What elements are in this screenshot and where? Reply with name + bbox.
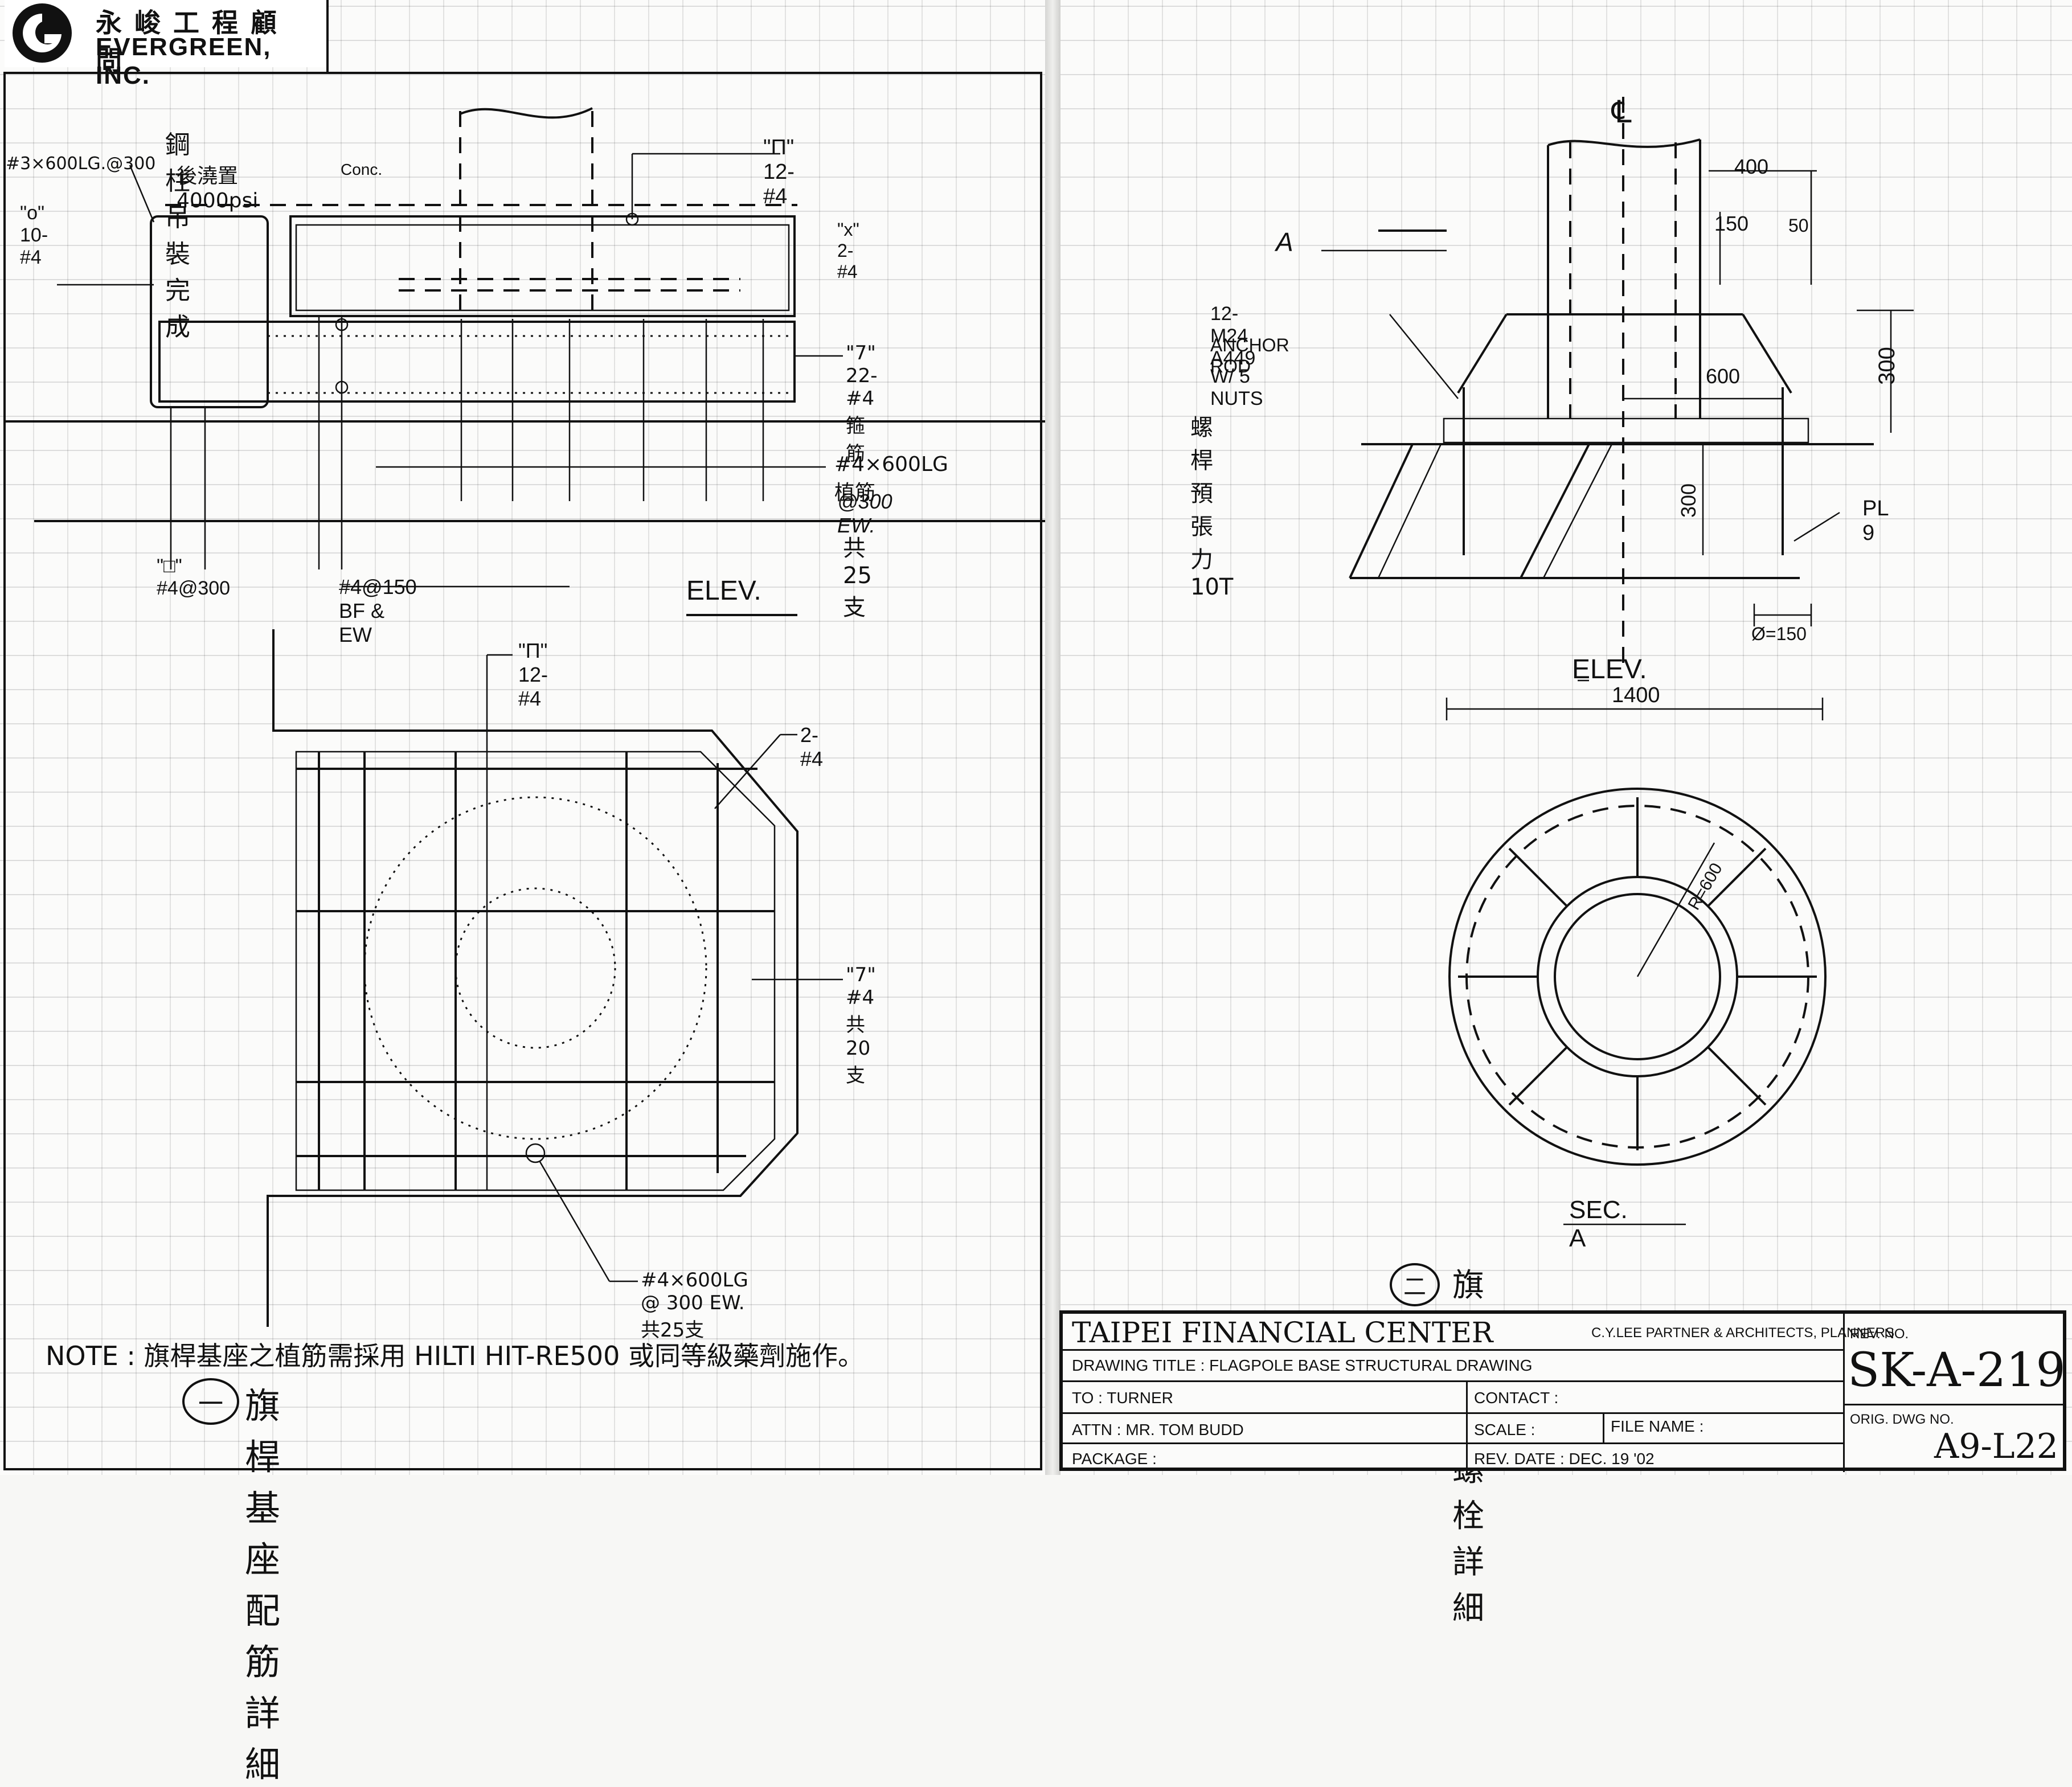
plan-callout-two-bars: 2-#4 bbox=[800, 723, 824, 770]
scale-field: SCALE : bbox=[1474, 1421, 1535, 1438]
company-logo-block: 永峻工程顧問 EVERGREEN, INC. bbox=[5, 0, 326, 89]
right-elevation-view bbox=[1321, 97, 1914, 682]
dim-300-right: 300 bbox=[1874, 347, 1899, 385]
dim-50: 50 bbox=[1788, 215, 1809, 236]
dim-400: 400 bbox=[1734, 155, 1769, 178]
plan-callout-u-bars: "П" 12-#4 bbox=[518, 639, 548, 710]
callout-dowel-count: 共25支 bbox=[843, 535, 872, 621]
orig-dwg-number: A9-L22 bbox=[1934, 1427, 2058, 1466]
logo-chinese-name: 永峻工程顧問 bbox=[96, 7, 289, 76]
detail-1-title: 旗桿基座配筋詳細 bbox=[245, 1385, 284, 1785]
diameter-label: Ø=150 bbox=[1751, 624, 1807, 644]
anchor-spec-line2: ANCHOR ROD bbox=[1210, 335, 1289, 376]
callout-u-bars-top: "П" 12-#4 bbox=[763, 136, 795, 208]
left-elev-label: ELEV. bbox=[686, 576, 761, 606]
left-plan-view bbox=[267, 629, 843, 1327]
callout-concrete-en: Conc. bbox=[341, 161, 383, 178]
section-a-label: SEC. A bbox=[1569, 1196, 1628, 1252]
right-section-a-view bbox=[1446, 698, 1827, 1226]
detail-1-number-badge: 一 bbox=[182, 1378, 239, 1425]
dim-1400: 1400 bbox=[1612, 683, 1660, 707]
dim-300-lower: 300 bbox=[1677, 483, 1701, 518]
anchor-spec-line1: 12-M24 A449 bbox=[1210, 303, 1256, 369]
section-cut-mark: A bbox=[1276, 227, 1293, 257]
left-elevation-view bbox=[5, 107, 1045, 616]
file-name-field: FILE NAME : bbox=[1611, 1417, 1704, 1435]
centerline-mark: ℄ bbox=[1612, 95, 1632, 129]
sheet-number: SK-A-219 bbox=[1848, 1343, 2066, 1397]
callout-top-left-bar: #3×600LG.@300 bbox=[6, 154, 156, 174]
left-frame bbox=[3, 72, 1042, 1470]
left-drawing-sheet bbox=[0, 0, 1045, 1475]
to-field: TO : TURNER bbox=[1072, 1389, 1173, 1407]
firm-name: C.Y.LEE PARTNER & ARCHITECTS, PLANNERS bbox=[1591, 1325, 1895, 1341]
callout-square-bars: "□" #4@300 bbox=[157, 555, 231, 599]
callout-seven-bars: "7" 22-#4 箍筋 bbox=[846, 342, 878, 465]
dim-150: 150 bbox=[1714, 212, 1749, 235]
logo-english-name: EVERGREEN, INC. bbox=[96, 33, 272, 89]
hilti-note: NOTE : 旗桿基座之植筋需採用 HILTI HIT-RE500 或同等級藥劑… bbox=[46, 1341, 864, 1371]
drawing-title: DRAWING TITLE : FLAGPOLE BASE STRUCTURAL… bbox=[1072, 1356, 1533, 1374]
detail-2-number-badge: 二 bbox=[1390, 1263, 1440, 1306]
page-gutter bbox=[1045, 0, 1060, 1475]
contact-field: CONTACT : bbox=[1474, 1389, 1559, 1407]
plan-callout-dowels: #4×600LG @ 300 EW. 共25支 bbox=[641, 1269, 748, 1342]
attn-field: ATTN : MR. TOM BUDD bbox=[1072, 1421, 1244, 1438]
project-name: TAIPEI FINANCIAL CENTER bbox=[1072, 1316, 1493, 1349]
callout-dowel-spacing: @300 EW. bbox=[837, 490, 892, 537]
rev-date-field: REV. DATE : DEC. 19 '02 bbox=[1474, 1450, 1655, 1468]
callout-concrete-cn: 鋼柱吊裝完成 bbox=[165, 130, 190, 342]
anchor-pretension: 螺桿預張力 10T bbox=[1190, 415, 1234, 600]
package-field: PACKAGE : bbox=[1072, 1450, 1157, 1468]
right-elev-label: ELEV. bbox=[1572, 654, 1647, 685]
rev-no-label: REV. NO. bbox=[1850, 1326, 1909, 1342]
title-block: TAIPEI FINANCIAL CENTER C.Y.LEE PARTNER … bbox=[1060, 1311, 2066, 1473]
orig-dwg-label: ORIG. DWG NO. bbox=[1850, 1412, 1954, 1427]
callout-dowel-bars: #4×600LG 植筋 bbox=[834, 453, 948, 505]
anchor-spec-line3: W/ 5 NUTS bbox=[1210, 366, 1263, 409]
plate-label: PL 9 bbox=[1862, 497, 1889, 545]
callout-x-bars: "x" 2-#4 bbox=[837, 219, 859, 282]
right-drawing-sheet bbox=[1060, 0, 2072, 1475]
callout-concrete-cn2: 後澆置4000psi bbox=[177, 165, 259, 212]
plan-callout-seven-bars: "7" #4 共20支 bbox=[846, 964, 876, 1087]
callout-o-bars: "o" 10-#4 bbox=[20, 202, 48, 268]
evergreen-logo-icon bbox=[13, 3, 72, 63]
dim-600: 600 bbox=[1706, 364, 1741, 388]
callout-bf-ew: #4@150 BF & EW bbox=[339, 575, 417, 646]
drawing-canvas bbox=[3, 0, 2066, 1471]
